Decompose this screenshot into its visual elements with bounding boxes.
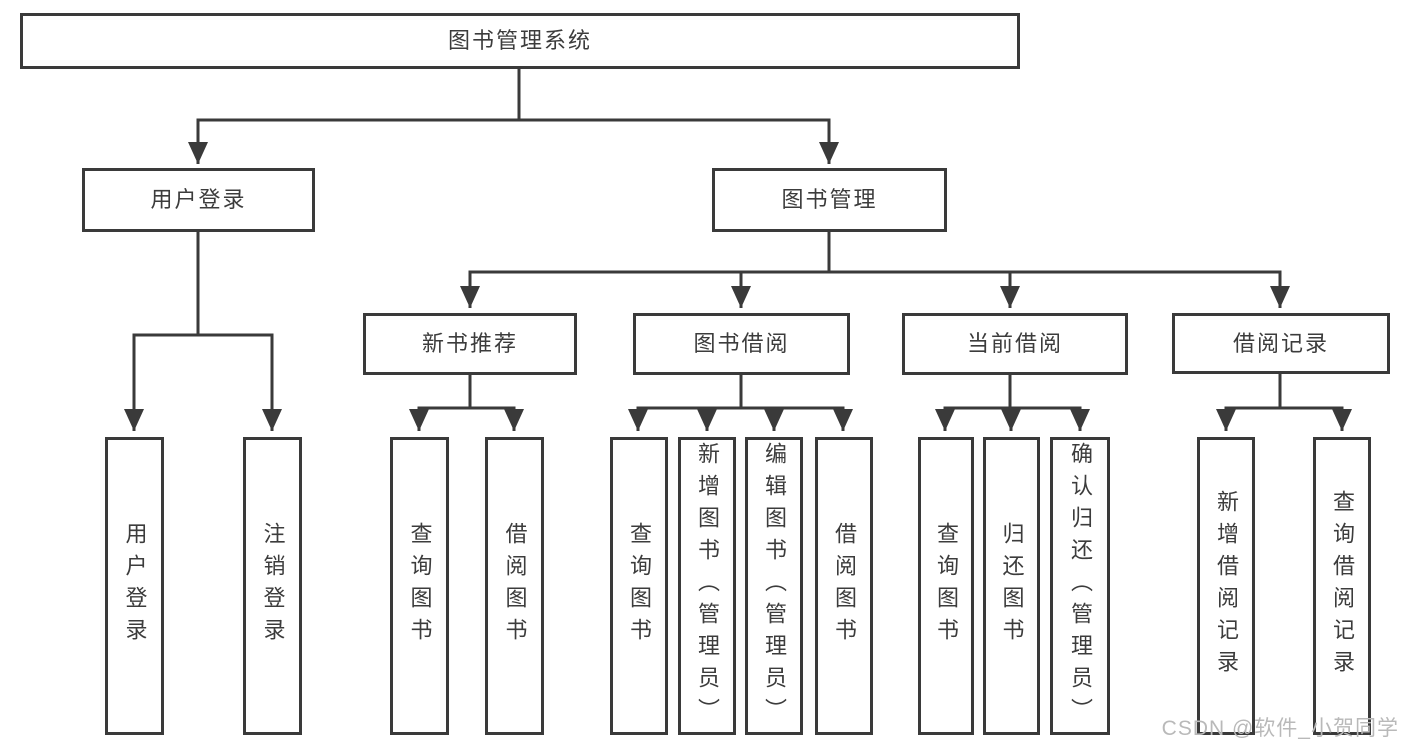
- leaf-logout: 注销登录: [243, 437, 302, 735]
- node-root: 图书管理系统: [20, 13, 1020, 69]
- leaf-records-query-record: 查询借阅记录: [1313, 437, 1371, 735]
- leaf-recommend-borrow-book: 借阅图书: [485, 437, 544, 735]
- watermark: CSDN @软件_小贺同学: [1161, 717, 1399, 740]
- leaf-current-confirm-return: 确认归还（管理员）: [1050, 437, 1110, 735]
- node-new-book-recommend: 新书推荐: [363, 313, 577, 375]
- leaf-current-return-book: 归还图书: [983, 437, 1040, 735]
- node-current-borrow: 当前借阅: [902, 313, 1128, 375]
- leaf-borrow-add-book: 新增图书（管理员）: [678, 437, 736, 735]
- node-borrow-records: 借阅记录: [1172, 313, 1390, 374]
- node-book-borrow: 图书借阅: [633, 313, 850, 375]
- leaf-recommend-query-book: 查询图书: [390, 437, 449, 735]
- leaf-borrow-query-book: 查询图书: [610, 437, 668, 735]
- leaf-current-query-book: 查询图书: [918, 437, 974, 735]
- node-book-management: 图书管理: [712, 168, 947, 232]
- leaf-records-add-record: 新增借阅记录: [1197, 437, 1255, 735]
- leaf-user-login: 用户登录: [105, 437, 164, 735]
- leaf-borrow-edit-book: 编辑图书（管理员）: [745, 437, 803, 735]
- node-user-login: 用户登录: [82, 168, 315, 232]
- leaf-borrow-borrow-book: 借阅图书: [815, 437, 873, 735]
